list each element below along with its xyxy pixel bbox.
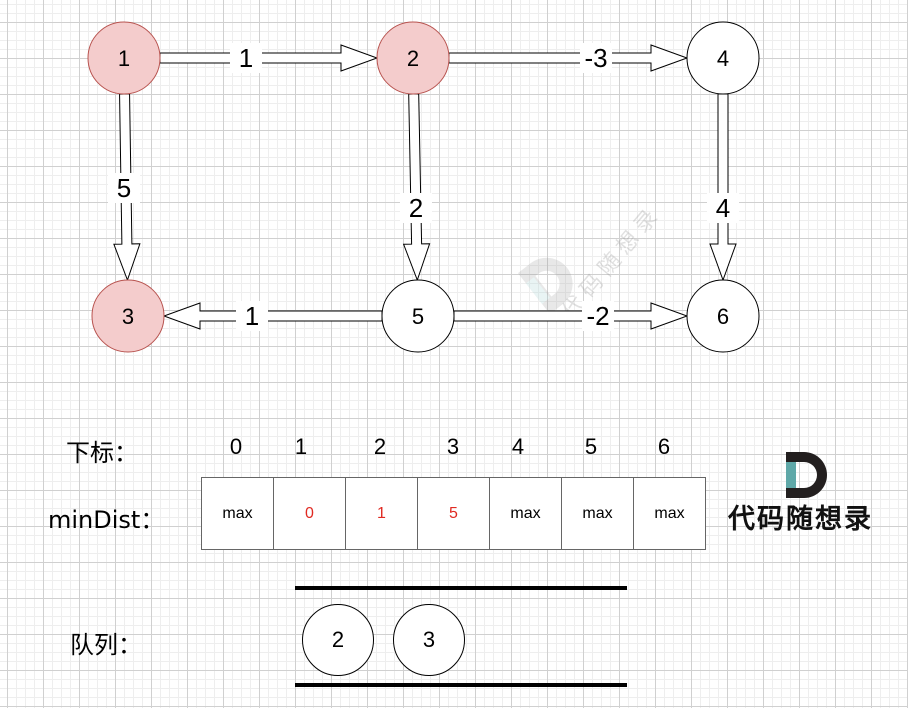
node-circle (91, 279, 165, 353)
node-circle (686, 21, 760, 95)
edge-weight-label: 4 (716, 193, 730, 223)
logo-d-icon (786, 452, 827, 498)
min-dist-array: max 0 1 5 max max max (201, 477, 706, 550)
index-label: 1 (294, 434, 308, 459)
array-cell: max (562, 478, 634, 549)
node-circle (87, 21, 161, 95)
array-cell: 5 (418, 478, 490, 549)
node-circle (376, 21, 450, 95)
edge-1-2: 1 (159, 43, 379, 73)
graph-node-4: 4 (686, 21, 760, 95)
edge-arrow (159, 44, 379, 72)
graph-node-5: 5 (381, 279, 455, 353)
index-label: 4 (511, 434, 525, 459)
edge-weight-label: 1 (239, 43, 253, 73)
index-label: 0 (229, 434, 243, 459)
index-label: 2 (373, 434, 387, 459)
edge-5-6: -2 (453, 301, 689, 331)
edge-weight-label: 2 (409, 193, 423, 223)
edge-arrow (709, 93, 737, 282)
queue-top-border (295, 586, 627, 590)
node-circle (686, 279, 760, 353)
edge-arrow (162, 302, 383, 330)
array-cell: max (202, 478, 274, 549)
node-label: 3 (122, 304, 134, 329)
edge-label-bg (400, 193, 432, 223)
edge-label-bg (580, 43, 612, 73)
edge-4-6: 4 (707, 93, 739, 282)
node-circle (381, 279, 455, 353)
edge-weight-label: 5 (117, 173, 131, 203)
array-cell: 0 (274, 478, 346, 549)
index-row-label: 下标： (66, 439, 138, 467)
queue-bottom-border (295, 683, 627, 687)
index-label: 3 (446, 434, 460, 459)
node-label: 4 (717, 46, 729, 71)
graph-node-2: 2 (376, 21, 450, 95)
edge-2-4: -3 (448, 43, 689, 73)
index-label: 6 (657, 434, 671, 459)
array-cell: max (490, 478, 562, 549)
edge-label-bg (230, 43, 262, 73)
queue-item: 3 (393, 604, 465, 676)
edge-1-3: 5 (108, 93, 141, 282)
node-label: 2 (407, 46, 419, 71)
edge-arrow (448, 44, 689, 72)
min-dist-label: minDist： (48, 506, 165, 534)
edge-weight-label: 1 (245, 301, 259, 331)
graph-node-6: 6 (686, 279, 760, 353)
queue-label: 队列： (70, 631, 142, 659)
edge-label-bg (236, 301, 268, 331)
graph-node-3: 3 (91, 279, 165, 353)
edge-arrow (402, 93, 431, 282)
edge-2-5: 2 (400, 93, 432, 282)
logo-text: 代码随想录 (728, 504, 873, 535)
array-cell: max (634, 478, 705, 549)
edge-arrow (453, 302, 689, 330)
queue-item: 2 (302, 604, 374, 676)
edge-weight-label: -2 (586, 301, 609, 331)
node-label: 1 (118, 46, 130, 71)
logo (786, 452, 827, 498)
index-label: 5 (584, 434, 598, 459)
edge-label-bg (707, 193, 739, 223)
node-label: 6 (717, 304, 729, 329)
edge-label-bg (108, 173, 140, 203)
watermark-logo-icon (517, 257, 573, 315)
array-cell: 1 (346, 478, 418, 549)
edge-weight-label: -3 (584, 43, 607, 73)
graph-node-1: 1 (87, 21, 161, 95)
edge-label-bg (582, 301, 614, 331)
node-label: 5 (412, 304, 424, 329)
edge-5-3: 1 (162, 301, 383, 331)
